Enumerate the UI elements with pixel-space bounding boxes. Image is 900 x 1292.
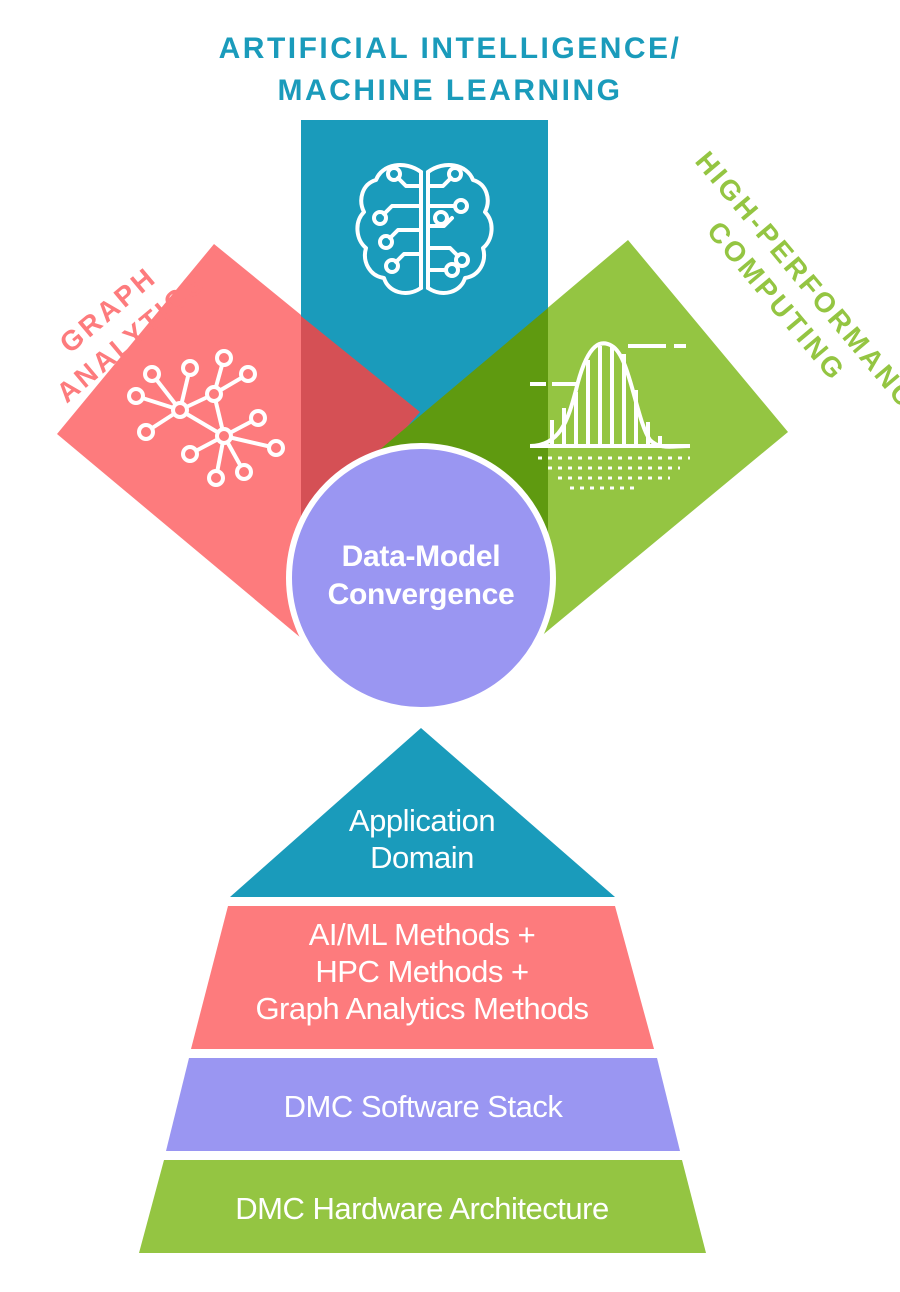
tier3-label: DMC Software Stack <box>283 1089 563 1124</box>
network-graph-icon <box>127 349 285 487</box>
tier1-label: Application Domain <box>272 802 572 876</box>
tier2-label-line3: Graph Analytics Methods <box>255 991 589 1026</box>
pyramid-tier-hardware <box>139 1160 706 1253</box>
brain-circuit-icon <box>355 163 494 295</box>
center-circle <box>286 443 556 713</box>
center-label: Data-Model Convergence <box>290 538 552 614</box>
hpc-panel <box>377 240 788 638</box>
center-label-line1: Data-Model <box>341 540 501 573</box>
ai-ml-label-line1: ARTIFICIAL INTELLIGENCE/ <box>218 32 682 65</box>
bell-curve-icon <box>529 341 691 490</box>
pyramid-tier-software-stack <box>166 1058 680 1151</box>
tier4-label: DMC Hardware Architecture <box>235 1191 609 1226</box>
tier2-label-line2: HPC Methods + <box>315 954 529 989</box>
ai-ml-label-line2: MACHINE LEARNING <box>277 74 623 107</box>
center-label-line2: Convergence <box>327 578 515 611</box>
tier2-label-line1: AI/ML Methods + <box>308 917 536 952</box>
tier2-label: AI/ML Methods + HPC Methods + Graph Anal… <box>200 916 644 1027</box>
pyramid-tier-application-domain <box>230 728 615 897</box>
tier1-label-line2: Domain <box>370 840 474 875</box>
tier1-label-line1: Application <box>348 803 496 838</box>
pyramid-tier-methods <box>191 906 654 1049</box>
